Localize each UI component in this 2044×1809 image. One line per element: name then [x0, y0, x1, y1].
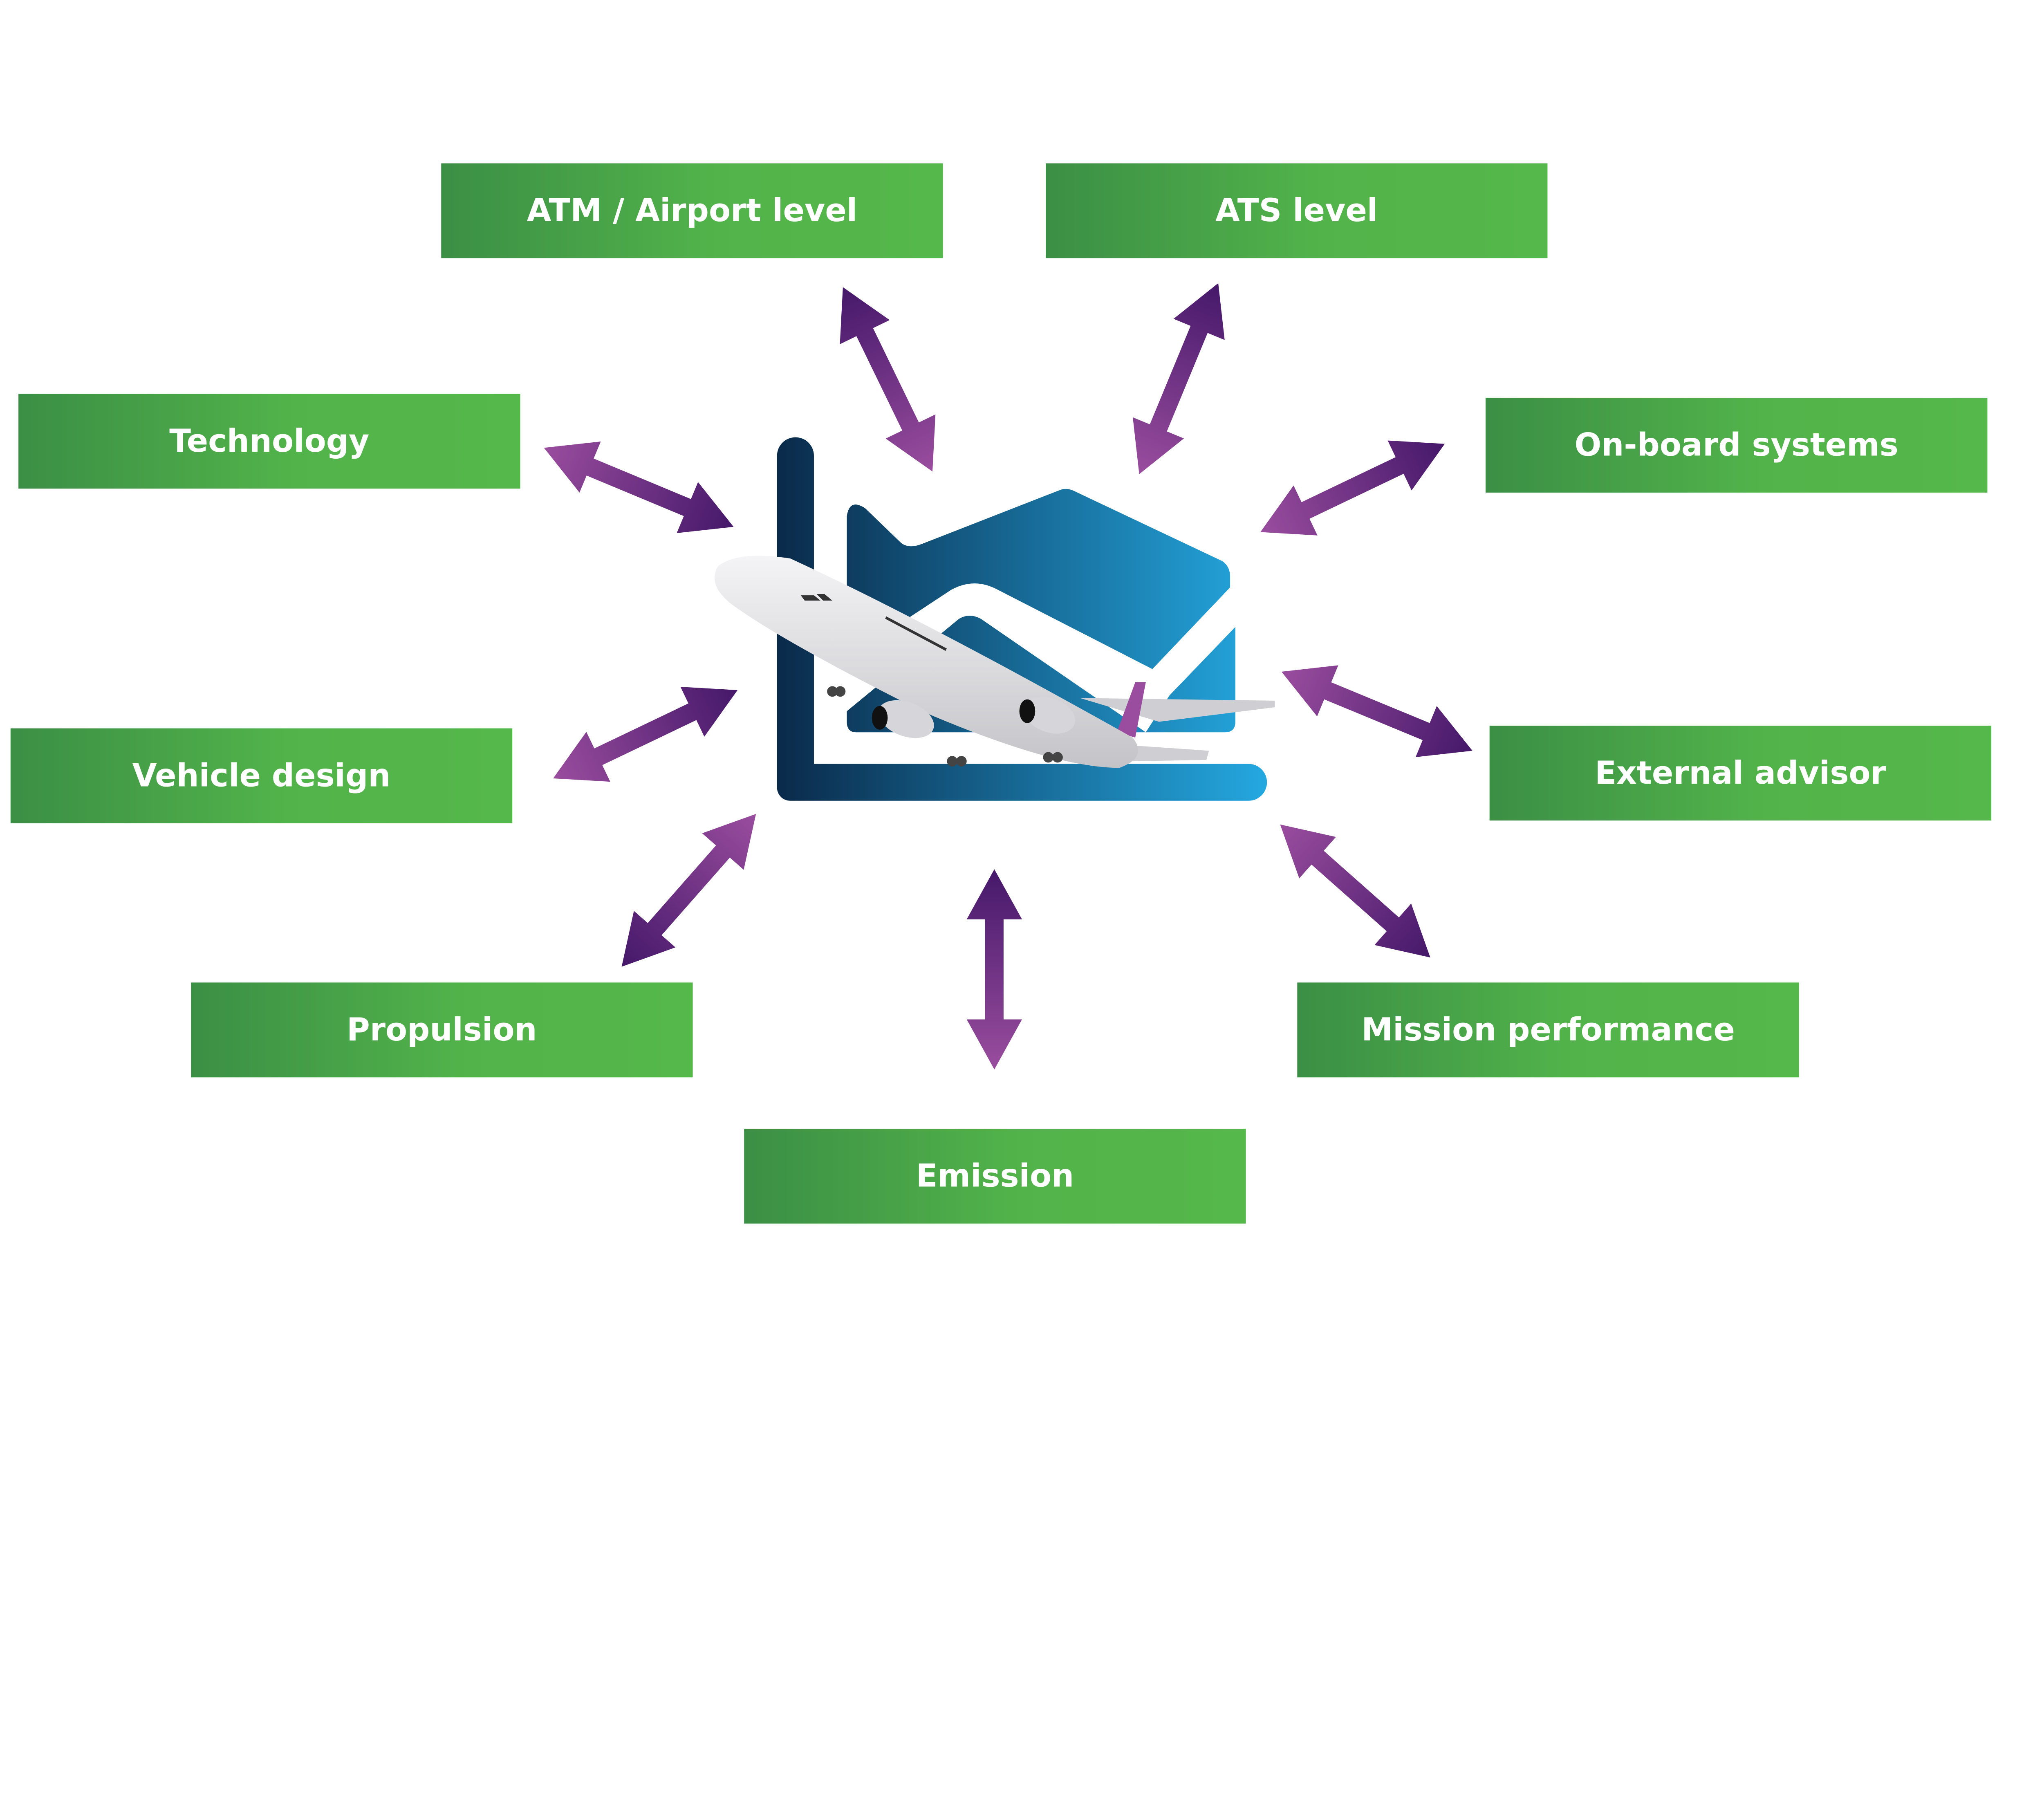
arrow-atm	[840, 287, 936, 472]
node-box	[10, 728, 513, 823]
arrow-external	[1281, 665, 1472, 758]
node-atm: ATM / Airport level	[441, 163, 943, 258]
arrow-vehicle	[553, 686, 738, 782]
node-label: ATS level	[1215, 192, 1378, 229]
node-ats: ATS level	[1045, 163, 1548, 258]
node-label: Propulsion	[347, 1011, 537, 1048]
node-box	[1045, 163, 1548, 258]
node-box	[191, 982, 693, 1078]
node-label: Vehicle design	[132, 757, 391, 794]
node-propulsion: Propulsion	[191, 982, 693, 1078]
arrow-emission	[966, 869, 1022, 1069]
airplane-icon	[714, 556, 1275, 768]
node-box	[1489, 726, 1992, 821]
node-onboard: On-board systems	[1486, 397, 1988, 493]
node-label: Technology	[169, 423, 369, 460]
node-technology: Technology	[18, 394, 520, 489]
node-label: ATM / Airport level	[527, 192, 858, 229]
node-box	[18, 394, 520, 489]
chart-area-upper	[847, 489, 1230, 669]
node-emission: Emission	[744, 1128, 1246, 1224]
arrow-propulsion	[621, 814, 756, 967]
chart-axis	[777, 437, 1267, 801]
arrow-technology	[544, 441, 734, 534]
node-label: Mission performance	[1361, 1011, 1735, 1048]
node-box	[744, 1128, 1246, 1224]
arrow-ats	[1133, 283, 1225, 474]
node-box	[1486, 397, 1988, 493]
node-box	[441, 163, 943, 258]
arrow-onboard	[1260, 440, 1445, 536]
node-label: External advisor	[1595, 755, 1886, 791]
arrow-mission	[1280, 824, 1430, 958]
node-vehicle: Vehicle design	[10, 728, 513, 823]
node-external: External advisor	[1489, 726, 1992, 821]
node-box	[1297, 982, 1799, 1078]
node-label: On-board systems	[1575, 427, 1898, 464]
connector-arrows	[544, 283, 1472, 1069]
node-label: Emission	[916, 1158, 1074, 1195]
node-mission: Mission performance	[1297, 982, 1799, 1078]
